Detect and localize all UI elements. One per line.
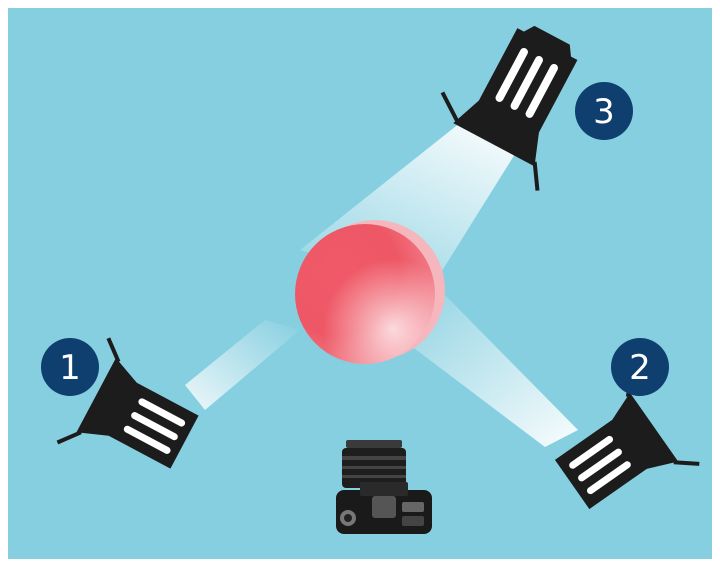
light-2-number: 2 [629, 348, 651, 388]
light-3-number: 3 [593, 92, 615, 132]
light-2-badge: 2 [611, 338, 669, 396]
light-1-number: 1 [59, 348, 81, 388]
light-1-badge: 1 [41, 338, 99, 396]
light-3-badge: 3 [575, 82, 633, 140]
